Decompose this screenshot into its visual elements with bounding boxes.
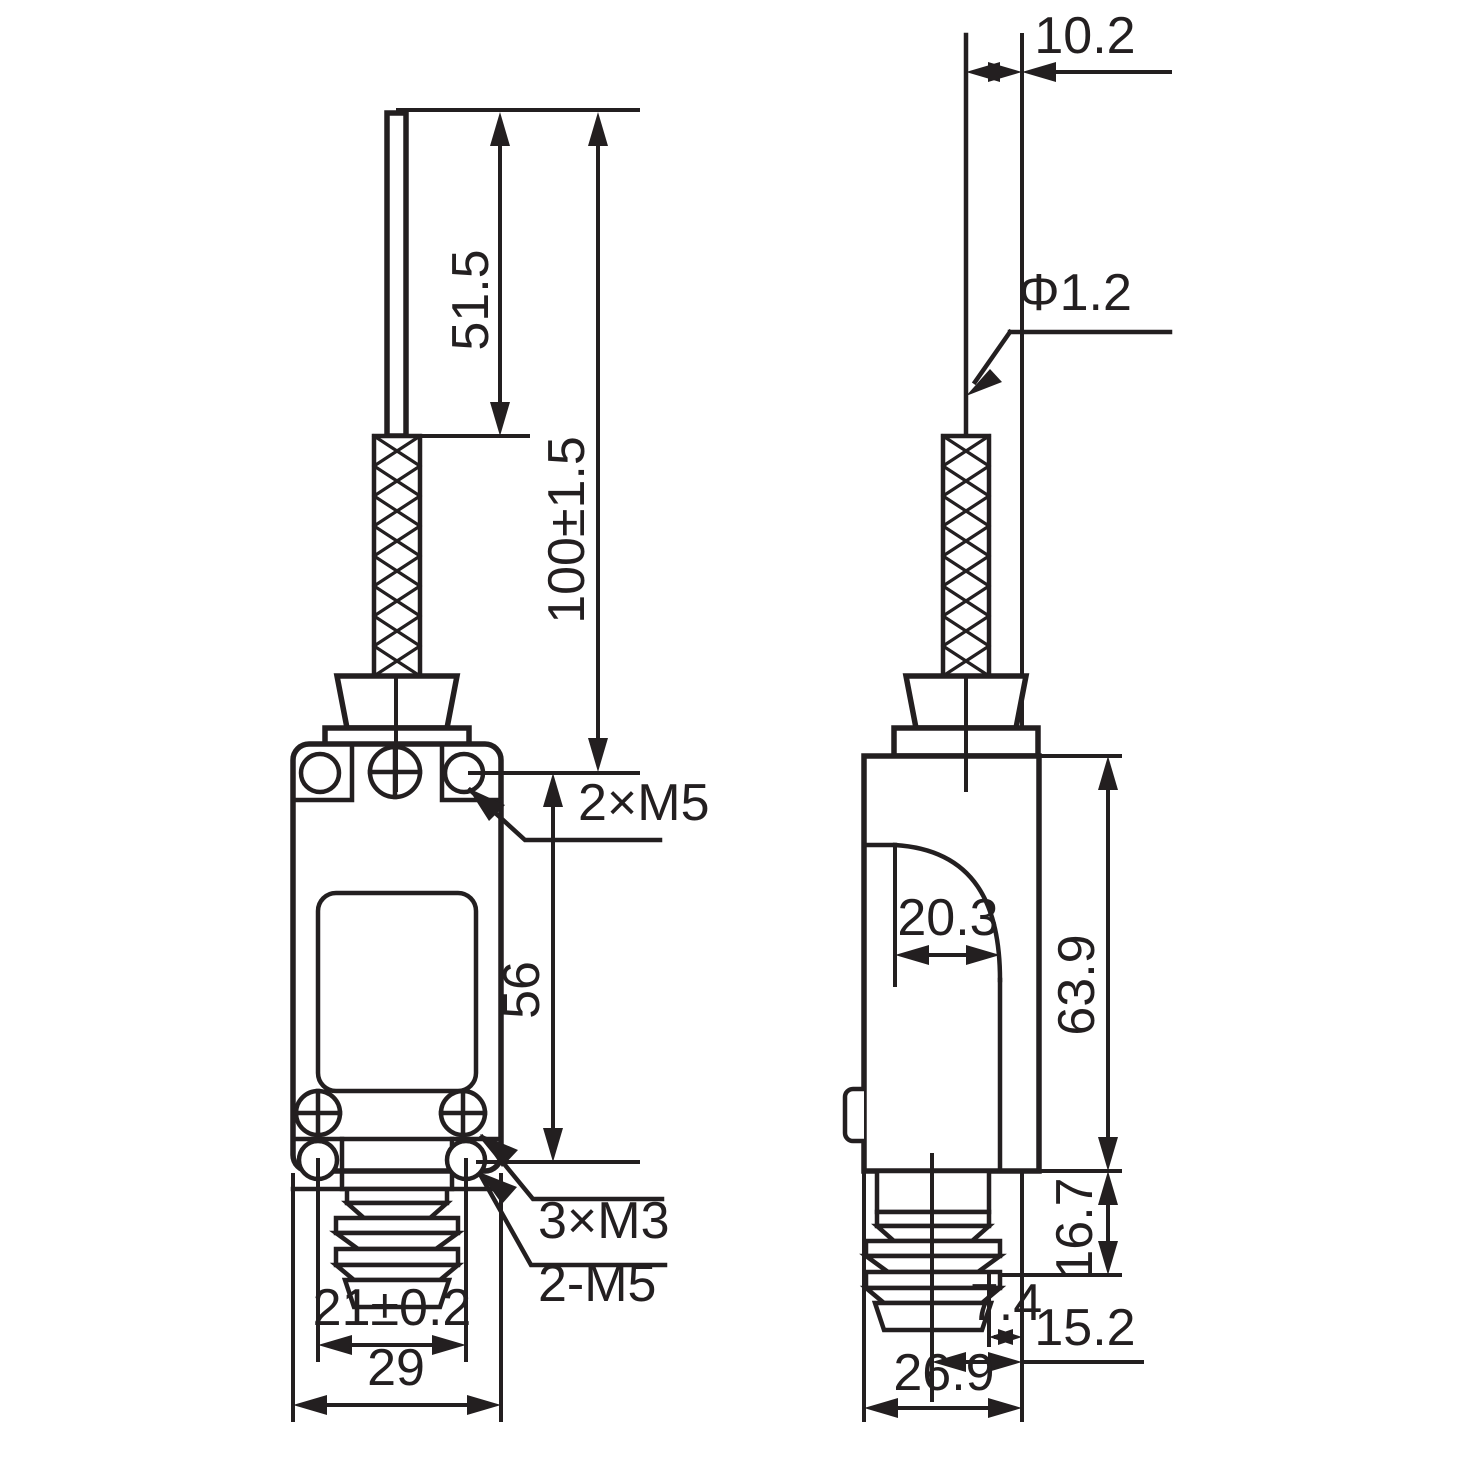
bellows-boot [329, 1186, 465, 1310]
switch-body-side [842, 753, 1042, 1174]
dim-body-width-front: 29 [291, 1173, 503, 1422]
spring-sleeve [371, 433, 423, 679]
actuator-rod [384, 110, 409, 439]
callout-2-M5: 2-M5 [477, 1172, 668, 1313]
side-view: 10.2 Φ1.2 20.3 [842, 7, 1173, 1422]
dim-label-26-9: 26.9 [893, 1344, 994, 1402]
center-axis-side [930, 674, 968, 1402]
dim-small-offset: 7.4 [970, 1273, 1042, 1347]
callout-label-2-M5: 2-M5 [538, 1255, 656, 1313]
front-view: 51.5 100±1.5 56 2×M5 [290, 108, 710, 1422]
callout-3xM3: 3×M3 [478, 1133, 670, 1250]
callout-label-2xM5: 2×M5 [578, 774, 710, 832]
front-extension-lines [396, 108, 640, 775]
callout-label-3xM3: 3×M3 [538, 1192, 670, 1250]
dim-edge-offset: 15.2 [932, 1299, 1144, 1372]
dim-body-height-side: 63.9 [998, 754, 1122, 1173]
dim-label-phi-1-2: Φ1.2 [1018, 264, 1132, 322]
dim-lever-radius: 20.3 [893, 843, 1000, 987]
dim-total-rod-length: 100±1.5 [538, 112, 608, 772]
dim-cable-free-length: 51.5 [442, 112, 510, 436]
dim-label-15-2: 15.2 [1034, 1299, 1135, 1357]
dim-label-51-5: 51.5 [442, 249, 500, 350]
spring-crosshatch [371, 433, 423, 679]
dim-label-63-9: 63.9 [1048, 934, 1106, 1035]
switch-body [290, 741, 504, 1174]
callout-rod-diameter: Φ1.2 [966, 264, 1173, 396]
dim-label-7-4: 7.4 [970, 1274, 1042, 1332]
dim-label-20-3: 20.3 [897, 889, 998, 947]
dim-label-56: 56 [493, 961, 551, 1019]
dim-label-21: 21±0.2 [313, 1279, 472, 1337]
spring-sleeve-side [940, 433, 992, 679]
callout-2xM5: 2×M5 [466, 774, 710, 843]
dim-label-29: 29 [367, 1339, 425, 1397]
dim-offset-top: 10.2 [966, 7, 1172, 82]
dim-label-16-7: 16.7 [1046, 1177, 1104, 1278]
top-mounting-holes [298, 751, 486, 795]
dim-body-depth: 26.9 [862, 1139, 1022, 1422]
dim-plunger-width: 21±0.2 [313, 1158, 472, 1362]
spring-crosshatch-side [940, 433, 992, 679]
dim-label-10-2: 10.2 [1034, 7, 1135, 65]
dim-bellows-height: 16.7 [998, 1171, 1122, 1279]
dim-label-100: 100±1.5 [538, 436, 596, 624]
bottom-cross-screws [293, 1088, 488, 1138]
